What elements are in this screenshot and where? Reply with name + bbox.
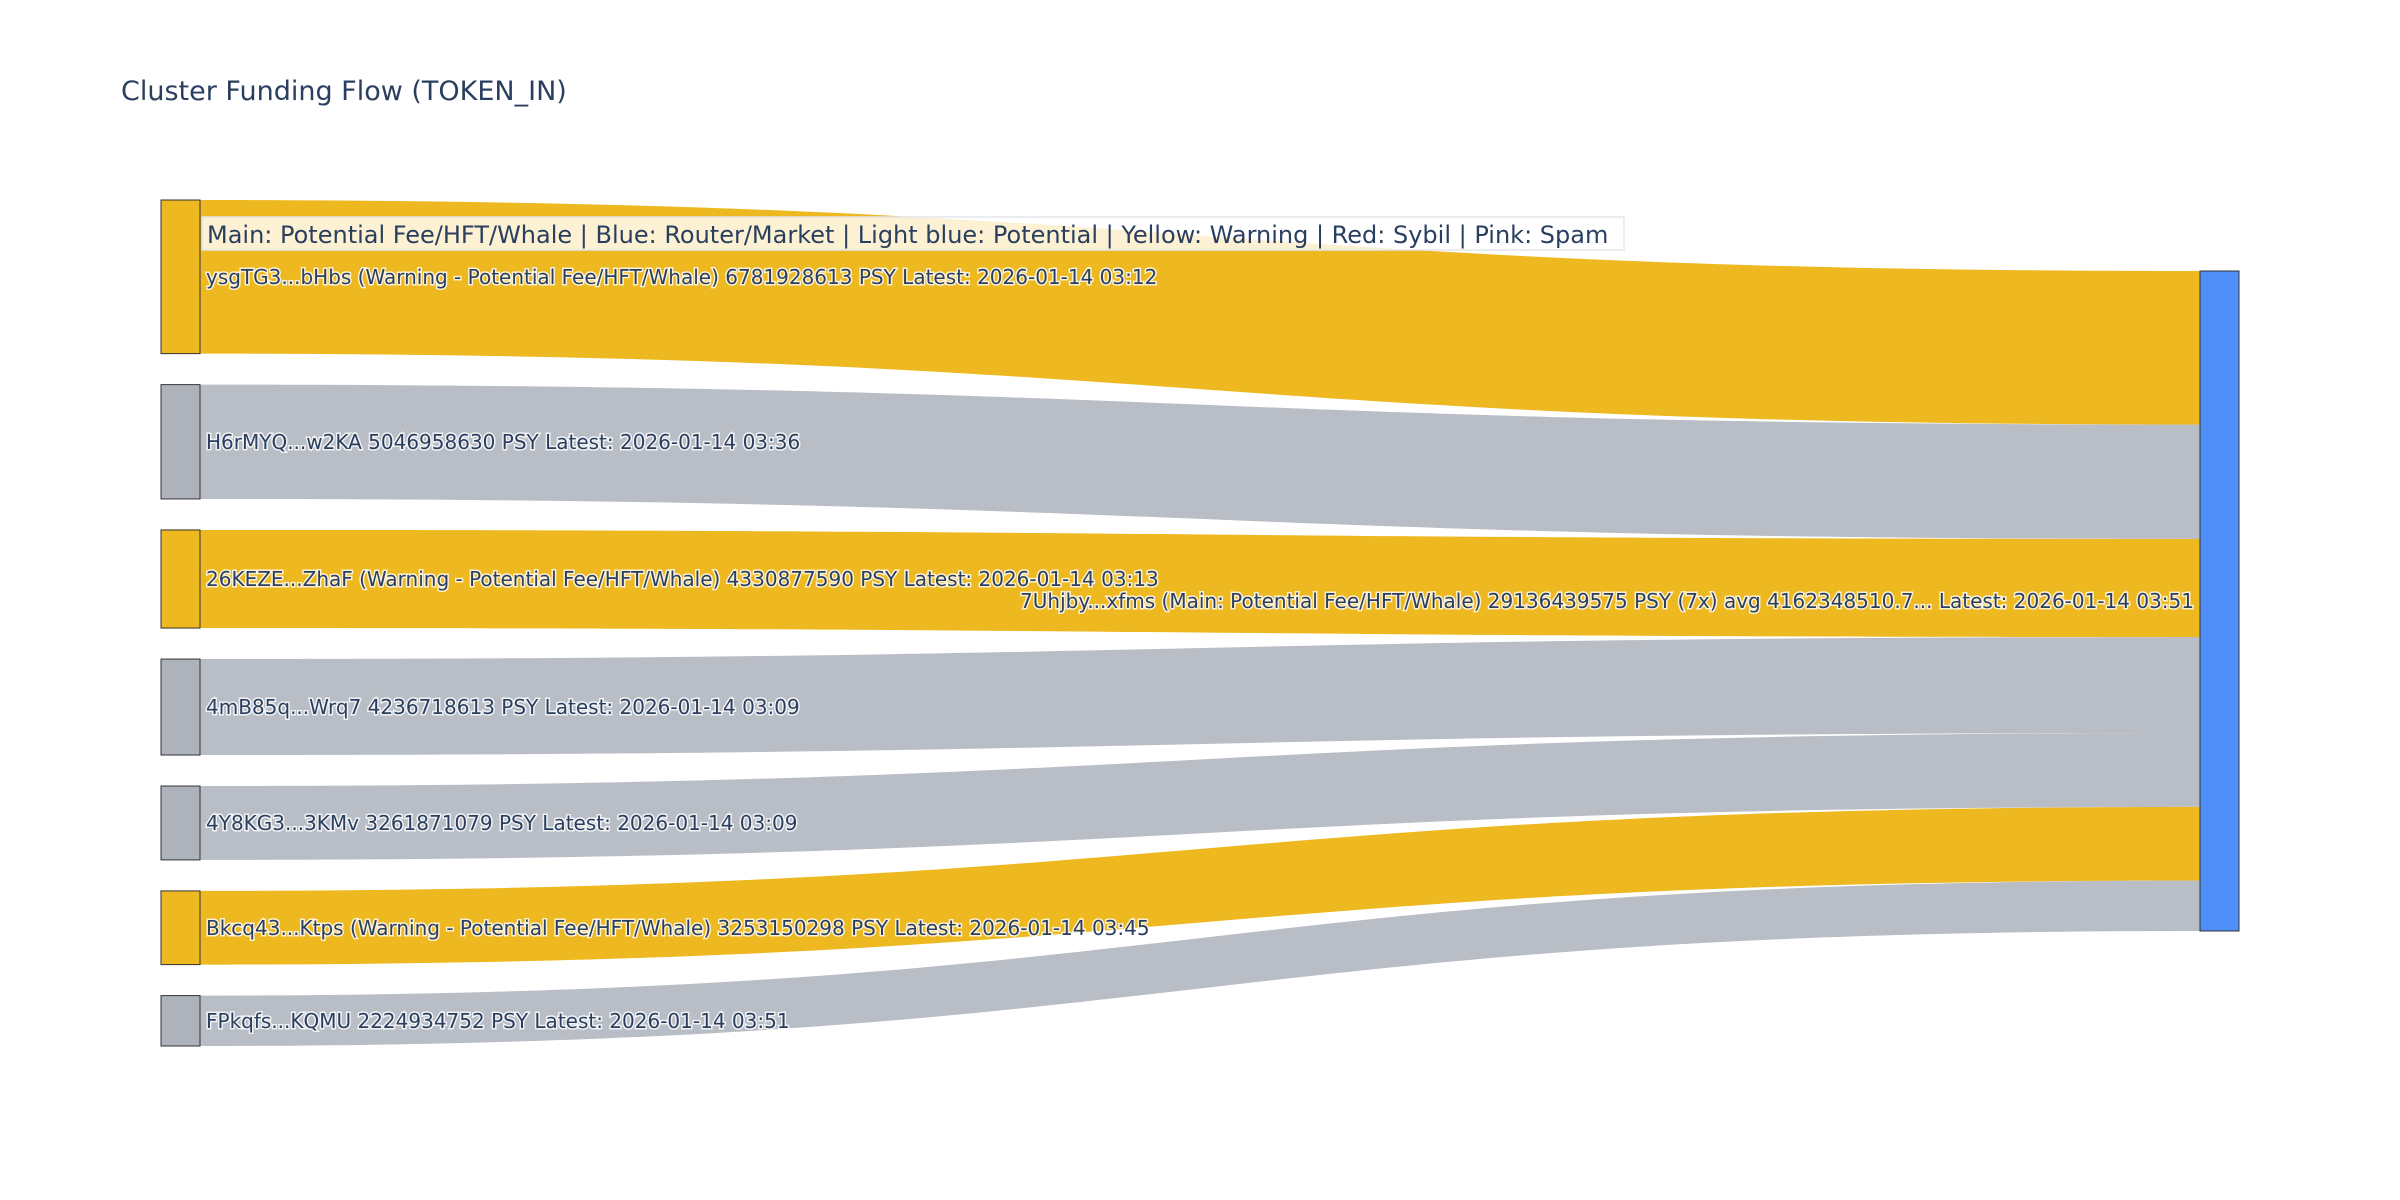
link-3[interactable]	[200, 637, 2200, 756]
source-node-4[interactable]	[160, 785, 201, 861]
legend-annotation: Main: Potential Fee/HFT/Whale | Blue: Ro…	[201, 216, 1625, 251]
link-6[interactable]	[200, 880, 2200, 1046]
legend-box	[201, 216, 1625, 251]
source-label-5: Bkcq43...Ktps (Warning - Potential Fee/H…	[206, 916, 1150, 940]
source-node-1[interactable]	[160, 384, 201, 500]
source-label-0: ysgTG3...bHbs (Warning - Potential Fee/H…	[206, 265, 1157, 289]
link-0[interactable]	[200, 200, 2200, 425]
source-label-2: 26KEZE...ZhaF (Warning - Potential Fee/H…	[206, 567, 1159, 591]
link-1[interactable]	[200, 384, 2200, 539]
legend-text: Main: Potential Fee/HFT/Whale | Blue: Ro…	[207, 221, 1608, 249]
source-node-6[interactable]	[160, 995, 201, 1047]
link-5[interactable]	[200, 806, 2200, 965]
source-label-1: H6rMYQ...w2KA 5046958630 PSY Latest: 202…	[206, 430, 800, 454]
chart-title: Cluster Funding Flow (TOKEN_IN)	[121, 76, 567, 107]
source-label-3: 4mB85q...Wrq7 4236718613 PSY Latest: 202…	[206, 695, 800, 719]
source-node-5[interactable]	[160, 890, 201, 966]
source-node-0[interactable]	[160, 199, 201, 355]
source-label-4: 4Y8KG3...3KMv 3261871079 PSY Latest: 202…	[206, 811, 797, 835]
links	[200, 200, 2200, 1046]
target-label: 7Uhjby...xfms (Main: Potential Fee/HFT/W…	[1020, 589, 2194, 613]
source-node-3[interactable]	[160, 658, 201, 756]
link-4[interactable]	[200, 733, 2200, 860]
source-label-6: FPkqfs...KQMU 2224934752 PSY Latest: 202…	[206, 1009, 790, 1033]
source-node-2[interactable]	[160, 529, 201, 629]
nodes	[160, 199, 2240, 1047]
target-node[interactable]	[2199, 270, 2240, 932]
link-2[interactable]	[200, 529, 2200, 638]
node-labels: ysgTG3...bHbs (Warning - Potential Fee/H…	[205, 263, 2196, 1034]
